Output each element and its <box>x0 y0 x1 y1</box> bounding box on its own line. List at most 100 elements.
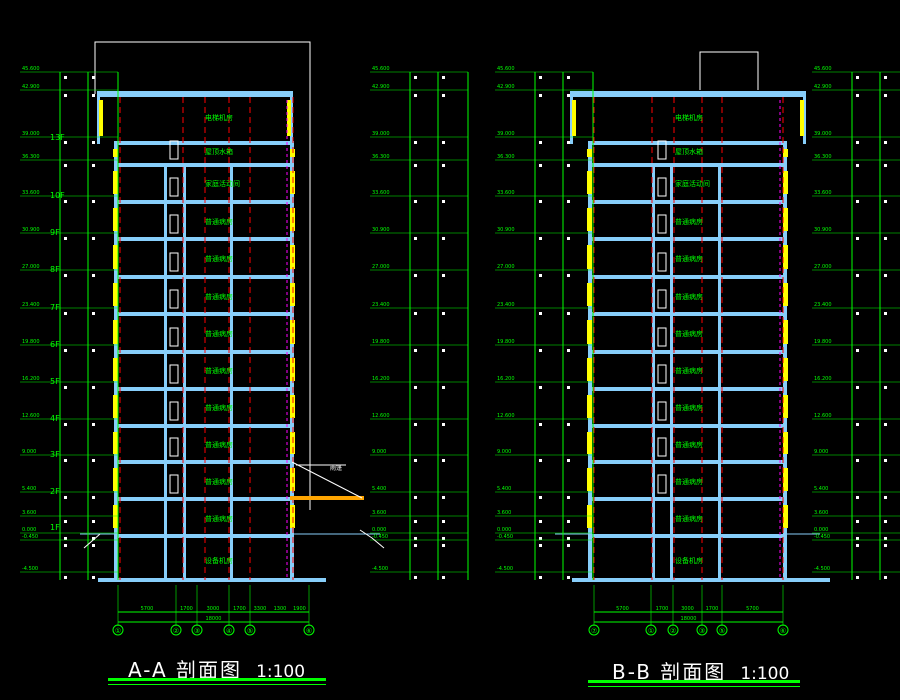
elevation-label: 27.000 <box>372 264 390 270</box>
axis-bubble-label: ① <box>115 627 121 635</box>
dim-tick <box>92 459 95 462</box>
dim-tick <box>442 164 445 167</box>
dim-tick <box>567 94 570 97</box>
axis-bubble-label: ③ <box>699 627 705 635</box>
dim-tick <box>442 544 445 547</box>
core-wall <box>652 163 655 581</box>
elevation-label: 23.400 <box>372 302 390 308</box>
axis-bubble-label: ④ <box>226 627 232 635</box>
roof-window-right <box>800 100 804 136</box>
floor-label: 7F <box>50 303 60 312</box>
dim-tick <box>567 349 570 352</box>
elevation-label: 23.400 <box>814 302 832 308</box>
dim-tick <box>64 537 67 540</box>
elevation-label: 36.300 <box>372 154 390 160</box>
elevator-door <box>657 364 667 384</box>
elevator-door <box>657 437 667 457</box>
elevation-label: 45.600 <box>372 66 390 72</box>
elevation-label: 33.600 <box>372 190 390 196</box>
ground-base <box>572 578 830 582</box>
dim-tick <box>64 423 67 426</box>
dim-tick <box>414 459 417 462</box>
elevation-label: -4.500 <box>497 566 513 572</box>
dim-tick <box>64 94 67 97</box>
dim-tick <box>567 76 570 79</box>
section-b-underline <box>588 680 800 683</box>
dim-label: 1300 <box>274 606 287 612</box>
elevation-label: 5.400 <box>814 486 828 492</box>
elevator-door <box>657 214 667 234</box>
dim-tick <box>92 274 95 277</box>
dim-label: 1900 <box>293 606 306 612</box>
window-right <box>783 395 788 418</box>
elevation-label: -0.450 <box>22 534 38 540</box>
dim-tick <box>539 141 542 144</box>
dim-total-label: 18000 <box>681 616 697 622</box>
elevation-label: 39.000 <box>372 131 390 137</box>
floor-label: 2F <box>50 487 60 496</box>
elevator-door <box>169 437 179 457</box>
dim-tick <box>442 312 445 315</box>
roof-slab <box>570 91 806 97</box>
dim-tick <box>539 496 542 499</box>
room-label: 普通病房 <box>205 217 233 226</box>
window-right <box>783 468 788 491</box>
elevation-label: 12.600 <box>22 413 40 419</box>
window-left <box>113 245 118 269</box>
dim-label: 1700 <box>656 606 669 612</box>
elevation-label: 39.000 <box>22 131 40 137</box>
elevation-label: 0.000 <box>497 527 511 533</box>
dim-tick <box>567 274 570 277</box>
elevation-label: 16.200 <box>372 376 390 382</box>
elevation-label: 5.400 <box>372 486 386 492</box>
dim-tick <box>92 386 95 389</box>
elevation-label: 30.900 <box>814 227 832 233</box>
window-left <box>587 171 592 194</box>
axis-bubble <box>588 624 600 636</box>
window-left <box>113 505 118 528</box>
dim-tick <box>856 164 859 167</box>
dim-tick <box>856 386 859 389</box>
parapet-wall-right <box>290 94 293 144</box>
axis-bubble-label: ⑤ <box>247 627 253 635</box>
room-label: 设备机房 <box>675 556 703 565</box>
floor-slab <box>590 387 785 391</box>
elevator-door <box>657 140 667 160</box>
floor-slab <box>590 350 785 354</box>
dim-tick <box>414 520 417 523</box>
dim-tick <box>442 520 445 523</box>
dim-tick <box>442 76 445 79</box>
floor-slab <box>590 312 785 316</box>
dim-tick <box>92 141 95 144</box>
floor-slab <box>116 141 292 145</box>
dim-tick <box>414 544 417 547</box>
dim-tick <box>539 76 542 79</box>
axis-bubble <box>244 624 256 636</box>
roof-slab <box>97 91 293 97</box>
elevator-door <box>169 327 179 347</box>
dim-tick <box>92 76 95 79</box>
floor-label: 13F <box>50 133 65 142</box>
elevation-label: 12.600 <box>814 413 832 419</box>
dim-tick <box>64 200 67 203</box>
dim-tick <box>567 459 570 462</box>
dim-tick <box>64 164 67 167</box>
axis-bubble <box>303 624 315 636</box>
floor-slab <box>590 275 785 279</box>
elevator-door <box>657 327 667 347</box>
dim-tick <box>884 459 887 462</box>
window-left <box>587 358 592 381</box>
room-label: 普通病房 <box>205 514 233 523</box>
dim-tick <box>856 76 859 79</box>
axis-bubble-label: ② <box>173 627 179 635</box>
dim-tick <box>92 537 95 540</box>
elevator-door <box>169 214 179 234</box>
roof-window-left <box>572 100 576 136</box>
dim-tick <box>884 237 887 240</box>
section-b-scale: 1:100 <box>740 664 790 684</box>
dim-label: 1700 <box>180 606 193 612</box>
room-label: 普通病房 <box>205 440 233 449</box>
parapet-wall-right <box>803 94 806 144</box>
dim-tick <box>64 349 67 352</box>
window-right <box>290 395 295 418</box>
